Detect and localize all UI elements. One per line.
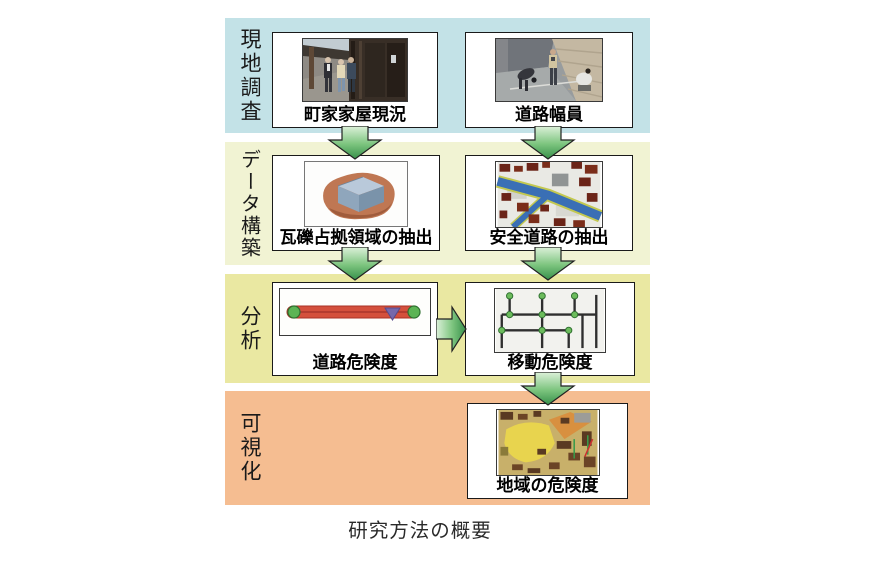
stage-label-data: データ構築 — [237, 148, 260, 259]
box-label-road-risk: 道路危険度 — [312, 353, 398, 372]
box-label-movement-risk: 移動危険度 — [507, 353, 593, 372]
stage-label-analysis: 分析 — [238, 304, 261, 353]
arrow-survey-to-data-left — [327, 126, 383, 160]
flow-box-movement-risk: 移動危険度 — [465, 282, 635, 376]
box-label-road-width: 道路幅員 — [515, 105, 583, 124]
arrow-data-to-analysis-left — [327, 247, 383, 281]
box-label-district-risk: 地域の危険度 — [496, 476, 599, 495]
figure-caption: 研究方法の概要 — [348, 520, 492, 542]
stage-label-survey: 現地調査 — [238, 27, 261, 124]
stage-label-visualization: 可視化 — [238, 412, 261, 484]
flow-box-debris-area: 瓦礫占拠領域の抽出 — [272, 155, 440, 251]
flow-box-safe-road: 安全道路の抽出 — [465, 155, 633, 251]
flow-box-road-risk: 道路危険度 — [272, 282, 438, 376]
flow-box-machiya-survey: 町家家屋現況 — [272, 32, 438, 128]
road-risk-segment — [279, 288, 431, 336]
box-label-safe-road: 安全道路の抽出 — [489, 228, 609, 247]
debris-occupied-area-3d — [304, 161, 408, 227]
box-label-debris: 瓦礫占拠領域の抽出 — [279, 228, 433, 247]
movement-risk-network — [494, 288, 606, 353]
district-risk-map — [495, 409, 600, 476]
flow-box-district-risk: 地域の危険度 — [467, 403, 628, 499]
flow-box-road-width: 道路幅員 — [465, 32, 633, 128]
arrow-survey-to-data-right — [520, 126, 576, 160]
machiya-survey-photo — [302, 38, 408, 102]
arrow-road-risk-to-movement-risk — [436, 304, 467, 354]
arrow-analysis-to-visualization — [520, 372, 576, 406]
road-width-measurement-photo — [495, 38, 603, 102]
safe-road-extraction-map — [495, 161, 603, 228]
box-label-machiya: 町家家屋現況 — [304, 105, 406, 124]
arrow-data-to-analysis-right — [520, 247, 576, 281]
